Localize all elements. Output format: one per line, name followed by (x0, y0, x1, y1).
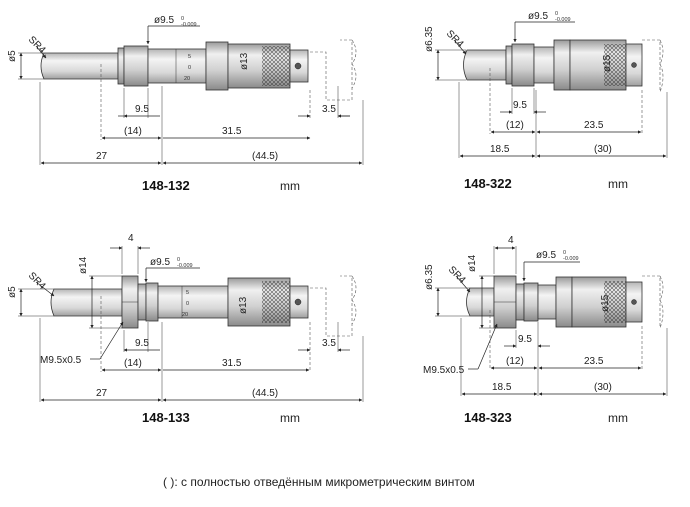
dim-sleeve-diameter: ø9.5 (536, 250, 556, 261)
model-number: 148-133 (142, 410, 190, 425)
dim-thimble-diameter: ø13 (238, 296, 249, 314)
micrometer-head-148-133: 5 0 20 ø13 (50, 275, 357, 337)
dim-thimble-length: 23.5 (584, 356, 604, 367)
dim-spindle-diameter: ø6.35 (424, 26, 435, 52)
scale-tick-label: 5 (186, 290, 189, 296)
tolerance-upper: 0 (563, 250, 566, 256)
dim-thimble-diameter: ø15 (600, 294, 611, 312)
dim-ball-radius: SR4 (446, 264, 468, 286)
dim-ball-radius: SR4 (444, 28, 466, 50)
dim-spindle-total: 27 (96, 151, 108, 162)
diagram-148-323: ø15 ø6.35 SR4 ø14 4 ø9.5 0 -0.009 M9.5x0… (423, 235, 668, 425)
dim-thread: M9.5x0.5 (40, 355, 82, 366)
model-number: 148-322 (464, 176, 512, 191)
micrometer-head-148-323: ø15 (466, 275, 664, 329)
tolerance-upper: 0 (555, 11, 558, 17)
dim-retracted-small: (14) (124, 358, 142, 369)
tolerance-upper: 0 (177, 257, 180, 263)
model-number: 148-323 (464, 410, 512, 425)
unit-label: mm (608, 177, 628, 191)
dim-retracted-total: (30) (594, 144, 612, 155)
dim-sleeve-diameter: ø9.5 (528, 11, 548, 22)
dim-thimble-length: 23.5 (584, 120, 604, 131)
diagram-148-133: 5 0 20 ø13 ø5 SR4 ø14 4 ø9.5 0 -0.009 M9… (7, 233, 364, 425)
dim-retracted-small: (12) (506, 356, 524, 367)
dim-thimble-length: 31.5 (222, 358, 242, 369)
dim-retracted-small: (14) (124, 126, 142, 137)
dim-sleeve-length: 9.5 (135, 338, 149, 349)
dim-spindle-diameter: ø6.35 (424, 264, 435, 290)
scale-tick-label: 0 (186, 301, 189, 307)
micrometer-head-148-132: 5 0 20 ø13 (40, 39, 357, 101)
dim-nut-diameter: ø14 (467, 254, 478, 272)
model-number: 148-132 (142, 178, 190, 193)
dim-retracted-total: (30) (594, 382, 612, 393)
unit-label: mm (280, 179, 300, 193)
dim-nut-diameter: ø14 (78, 256, 89, 274)
scale-tick-label: 20 (184, 76, 190, 82)
dim-sleeve-diameter: ø9.5 (150, 257, 170, 268)
dim-ratchet: 3.5 (322, 338, 336, 349)
scale-tick-label: 20 (182, 312, 188, 318)
diagram-148-322: ø15 ø6.35 SR4 ø9.5 0 -0.009 9.5 (12) 23.… (424, 11, 668, 191)
dim-ratchet: 3.5 (322, 104, 336, 115)
tolerance-lower: -0.009 (563, 256, 579, 262)
micrometer-head-148-322: ø15 (463, 39, 664, 93)
dim-nut-width: 4 (508, 235, 514, 246)
tolerance-lower: -0.009 (181, 22, 197, 28)
dim-sleeve-length: 9.5 (135, 104, 149, 115)
tolerance-lower: -0.009 (177, 263, 193, 269)
unit-label: mm (280, 411, 300, 425)
dim-spindle-diameter: ø5 (7, 286, 18, 298)
diagram-148-132: 5 0 20 ø13 ø5 SR4 ø9.5 0 -0.009 9 (7, 15, 364, 193)
scale-tick-label: 0 (188, 65, 191, 71)
dim-retracted-total: (44.5) (252, 151, 278, 162)
dim-nut-width: 4 (128, 233, 134, 244)
dim-retracted-small: (12) (506, 120, 524, 131)
dim-spindle-total: 27 (96, 388, 108, 399)
dim-thread: M9.5x0.5 (423, 365, 465, 376)
dim-spindle-total: 18.5 (490, 144, 510, 155)
dim-thimble-diameter: ø13 (239, 52, 250, 70)
dim-sleeve-length: 9.5 (518, 334, 532, 345)
unit-label: mm (608, 411, 628, 425)
dim-spindle-total: 18.5 (492, 382, 512, 393)
dim-spindle-diameter: ø5 (7, 50, 18, 62)
footnote: ( ): с полностью отведённым микрометриче… (163, 475, 475, 489)
dim-thimble-length: 31.5 (222, 126, 242, 137)
dim-sleeve-diameter: ø9.5 (154, 15, 174, 26)
dim-sleeve-length: 9.5 (513, 100, 527, 111)
tolerance-lower: -0.009 (555, 17, 571, 23)
dim-thimble-diameter: ø15 (602, 54, 613, 72)
tolerance-upper: 0 (181, 16, 184, 22)
dim-retracted-total: (44.5) (252, 388, 278, 399)
scale-tick-label: 5 (188, 54, 191, 60)
